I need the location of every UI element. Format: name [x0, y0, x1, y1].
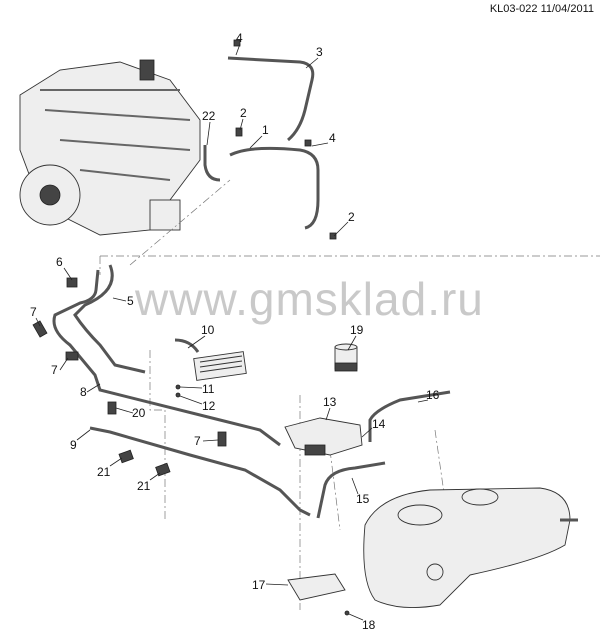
engine-assembly	[19, 59, 201, 236]
callout-22: 22	[202, 109, 216, 123]
callout-21: 21	[97, 465, 111, 479]
watermark: www.gmsklad.ru	[135, 273, 484, 325]
callout-20: 20	[132, 406, 146, 420]
callout-15: 15	[356, 492, 370, 506]
callout-8: 8	[80, 385, 87, 399]
callout-19: 19	[350, 323, 364, 337]
callout-5: 5	[127, 294, 134, 308]
callout-10: 10	[201, 323, 215, 337]
callout-4b: 4	[329, 131, 336, 145]
callout-9: 9	[70, 438, 77, 452]
callout-18: 18	[362, 618, 376, 632]
callout-1: 1	[262, 123, 269, 137]
callout-6: 6	[56, 255, 63, 269]
diagram-code: KL03-022 11/04/2011	[489, 3, 594, 15]
callout-3: 3	[316, 45, 323, 59]
callout-17: 17	[252, 578, 266, 592]
callout-21b: 21	[137, 479, 151, 493]
callout-7c: 7	[194, 434, 201, 448]
callout-4: 4	[236, 31, 243, 45]
callout-2: 2	[240, 106, 247, 120]
callout-16: 16	[426, 388, 440, 402]
callout-2b: 2	[348, 210, 355, 224]
callout-13: 13	[323, 395, 337, 409]
callout-7: 7	[30, 305, 37, 319]
callouts: 4 3 22 2 1 4 2 6 5 7 10 19 7 8 11 16 12 …	[30, 31, 440, 632]
callout-14: 14	[372, 417, 386, 431]
callout-7b: 7	[51, 363, 58, 377]
callout-12: 12	[202, 399, 216, 413]
callout-11: 11	[202, 382, 215, 396]
